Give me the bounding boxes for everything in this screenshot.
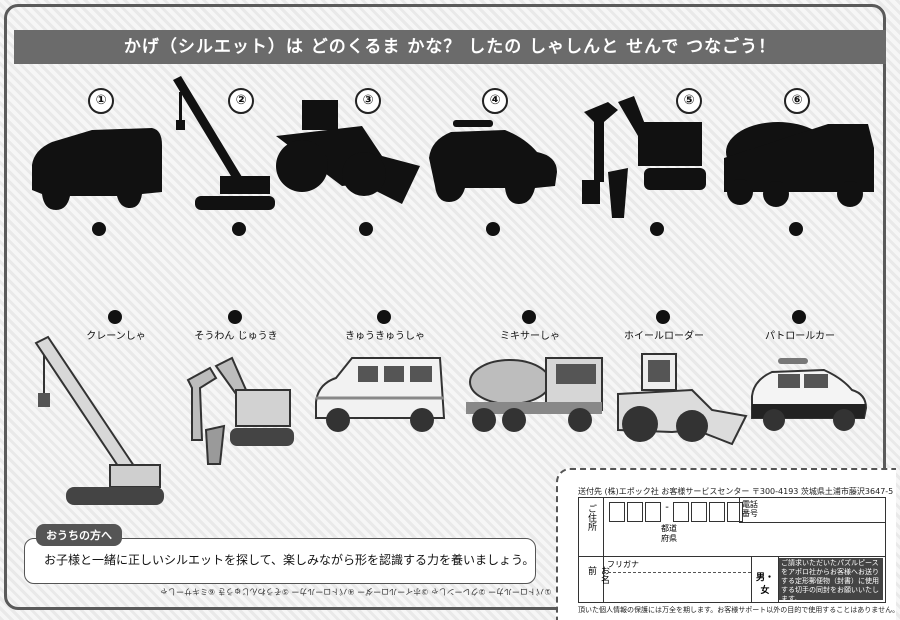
- phone-input[interactable]: [769, 500, 879, 520]
- photo-patrol-car: [751, 358, 868, 431]
- address-label: ご住所: [586, 504, 596, 531]
- silhouette-number-6: ⑥: [784, 88, 810, 114]
- label-ambulance: きゅうきゅうしゃ: [345, 331, 425, 342]
- silhouette-van: [32, 128, 162, 210]
- photo-dot-6[interactable]: [792, 310, 806, 324]
- address-input[interactable]: [609, 538, 729, 554]
- stamp-info: ご請求いただいたパズルピースをアポロ社からお客様へお送りする定形郵便物（封書）に…: [779, 558, 883, 600]
- photo-mixer-truck: [466, 357, 603, 432]
- answer-key: こたえ：①パトロールカー ②クレーンしゃ ③ホイールローダー ④パトロールカー …: [160, 587, 584, 596]
- photo-dot-4[interactable]: [522, 310, 536, 324]
- postal-destination: 送付先 (株)エポック社 お客様サービスセンター 〒300-4193 茨城県土浦…: [578, 487, 894, 496]
- parent-note-text: お子様と一緒に正しいシルエットを探して、楽しみながら形を認識する力を養いましょう…: [44, 553, 535, 567]
- label-patrol-car: パトロールカー: [765, 331, 835, 342]
- photo-dot-2[interactable]: [228, 310, 242, 324]
- photo-crane-truck: [34, 335, 164, 505]
- silhouette-dot-3[interactable]: [359, 222, 373, 236]
- prefecture-label: 都道府県: [661, 524, 677, 543]
- silhouette-crane: [173, 76, 275, 210]
- silhouette-dot-1[interactable]: [92, 222, 106, 236]
- silhouette-number-3: ③: [355, 88, 381, 114]
- silhouette-number-1: ①: [88, 88, 114, 114]
- silhouette-number-4: ④: [482, 88, 508, 114]
- photo-dot-3[interactable]: [377, 310, 391, 324]
- label-crane-truck: クレーンしゃ: [86, 331, 146, 342]
- silhouette-dot-2[interactable]: [232, 222, 246, 236]
- photo-dot-5[interactable]: [656, 310, 670, 324]
- silhouette-excavator: [582, 96, 706, 218]
- silhouette-mixer-truck: [724, 122, 874, 207]
- label-wheel-loader: ホイールローダー: [624, 331, 704, 342]
- silhouette-dot-6[interactable]: [789, 222, 803, 236]
- silhouette-patrol-car: [429, 120, 557, 204]
- silhouette-dot-5[interactable]: [650, 222, 664, 236]
- name-label: お名前: [586, 566, 609, 584]
- postal-form: ご住所 - 都道府県 電話番号 お名前 フリガナ 男・女 ご請求いただいたパズル…: [578, 497, 886, 603]
- silhouette-number-2: ②: [228, 88, 254, 114]
- parent-note-tag: おうちの方へ: [36, 524, 122, 546]
- furigana-label: フリガナ: [607, 560, 639, 569]
- privacy-note: 頂いた個人情報の保護には万全を期します。お客様サポート以外の目的で使用することは…: [578, 606, 900, 614]
- silhouette-dot-4[interactable]: [486, 222, 500, 236]
- photo-ambulance: [315, 357, 446, 432]
- label-excavator: そうわん じゅうき: [194, 331, 278, 342]
- photo-excavator: [186, 356, 294, 465]
- page-title: かげ（シルエット）は どのくるま かな？ したの しゃしんと せんで つなごう！: [14, 30, 886, 64]
- postal-code-boxes[interactable]: -: [609, 502, 743, 522]
- label-mixer-truck: ミキサーしゃ: [500, 331, 560, 342]
- photo-dot-1[interactable]: [108, 310, 122, 324]
- silhouette-wheel-loader: [276, 100, 420, 204]
- silhouette-number-5: ⑤: [676, 88, 702, 114]
- gender-selector[interactable]: 男・女: [755, 573, 774, 596]
- sheet-frame: [4, 4, 886, 610]
- name-input[interactable]: [607, 578, 747, 598]
- phone-label: 電話番号: [742, 500, 758, 518]
- photo-wheel-loader: [617, 353, 748, 446]
